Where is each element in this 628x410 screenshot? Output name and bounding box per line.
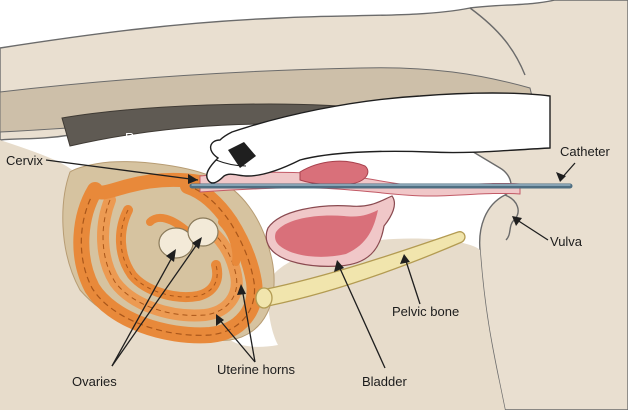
vulva-label: Vulva bbox=[550, 234, 583, 249]
pelvic-bone-label: Pelvic bone bbox=[392, 304, 459, 319]
uterine-horns-label: Uterine horns bbox=[217, 362, 296, 377]
tail-outline bbox=[469, 7, 526, 76]
abdomen-region bbox=[0, 140, 505, 410]
bladder-inner bbox=[275, 210, 378, 257]
bladder-label: Bladder bbox=[362, 374, 407, 389]
rectum-label: Rectum bbox=[125, 130, 170, 145]
uterus bbox=[73, 172, 263, 344]
cervix-tissue bbox=[299, 160, 369, 186]
hand-crease bbox=[215, 159, 247, 167]
thumb-shadow bbox=[228, 142, 256, 168]
ovaries-label: Ovaries bbox=[72, 374, 117, 389]
catheter-label: Catheter bbox=[560, 144, 611, 159]
cervix-label: Cervix bbox=[6, 153, 43, 168]
arm bbox=[206, 92, 551, 184]
ovary-right bbox=[187, 217, 219, 247]
leader-lines bbox=[45, 159, 576, 369]
pelvic-bone-end bbox=[255, 287, 273, 309]
